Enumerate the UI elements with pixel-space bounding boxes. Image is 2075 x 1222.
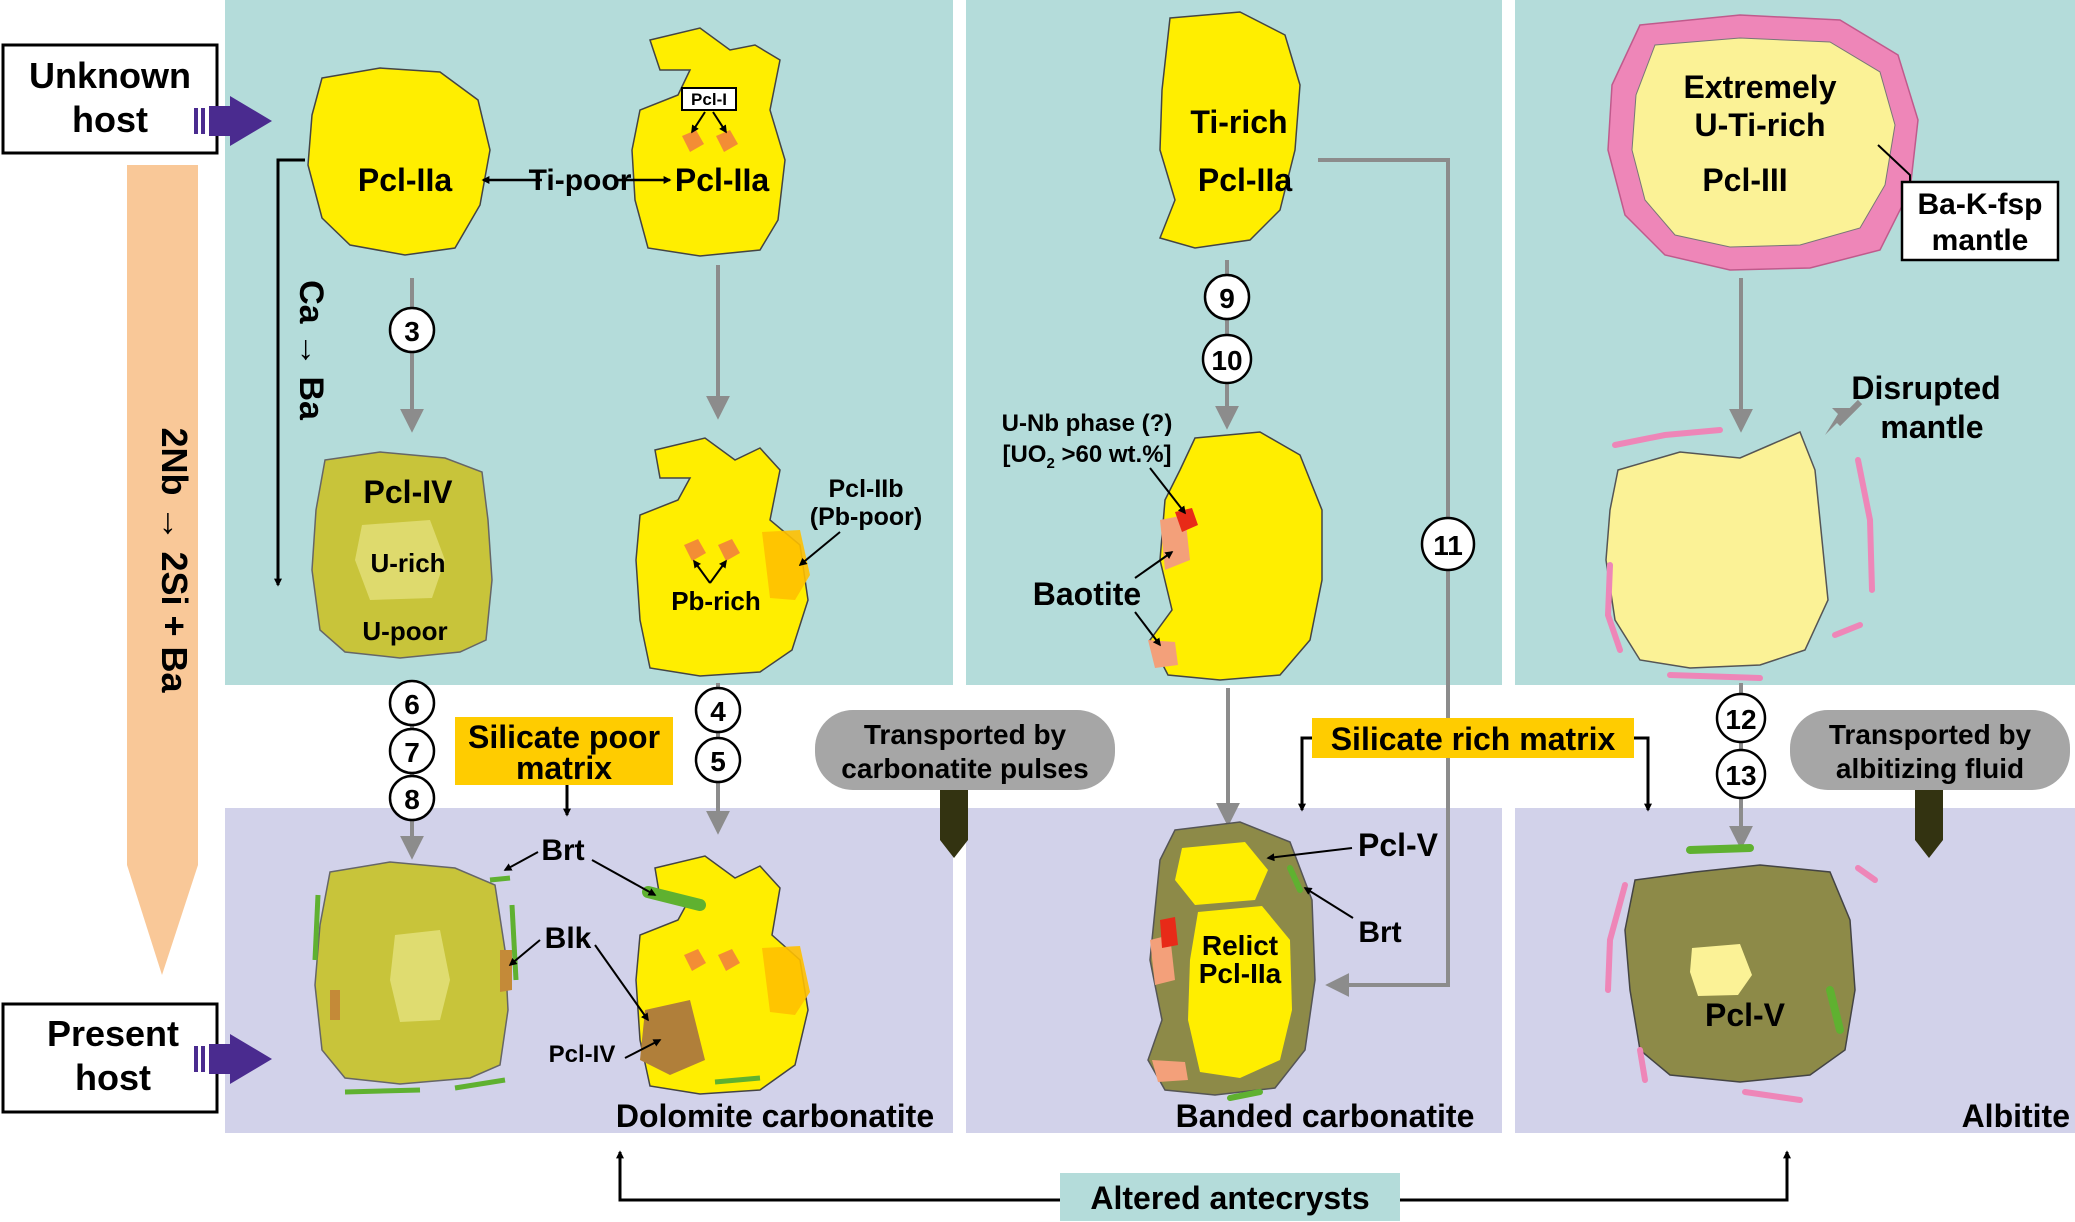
u-poor-label: U-poor	[362, 616, 447, 646]
present-host-label-line2: host	[75, 1057, 151, 1098]
transport-carbonatite-line2: carbonatite pulses	[841, 753, 1088, 784]
transport-carbonatite: Transported by carbonatite pulses	[815, 710, 1115, 858]
u-nb-phase-part1: [UO	[1002, 441, 1046, 468]
blk-label: Blk	[545, 922, 592, 955]
pcl-iv-title-label: Pcl-IV	[364, 474, 454, 510]
transport-albitizing: Transported by albitizing fluid	[1790, 710, 2070, 858]
silicate-rich-matrix: Silicate rich matrix	[1298, 718, 1652, 812]
grain-ti-rich: Ti-rich Pcl-IIa	[1158, 11, 1301, 249]
trend-arrow: 2Nb → 2Si + Ba	[127, 165, 198, 975]
pb-rich-label: Pb-rich	[671, 586, 761, 616]
grain-pb-rich: Pb-rich Pcl-IIb (Pb-poor)	[635, 437, 922, 677]
altered-antecrysts: Altered antecrysts	[616, 1150, 1791, 1221]
pcl-v-mid-label: Pcl-V	[1358, 827, 1439, 863]
grain-pcl-iii: Extremely U-Ti-rich Pcl-III Ba-K-fsp man…	[1607, 14, 2060, 271]
dolomite-annotations: Brt Blk Pcl-IV	[503, 834, 662, 1068]
baotite-label: Baotite	[1033, 576, 1141, 612]
substitution-label: Ca → Ba	[292, 280, 330, 421]
dolomite-carbonatite-label: Dolomite carbonatite	[616, 1098, 934, 1134]
unknown-host-arrow	[194, 96, 272, 146]
present-host-label-line1: Present	[47, 1013, 179, 1054]
step-9: 9	[1219, 283, 1235, 314]
brt-mid-label: Brt	[1358, 916, 1401, 949]
grain-disrupted: Disrupted mantle	[1604, 370, 2001, 681]
step-3: 3	[404, 316, 420, 347]
disrupted-label-line2: mantle	[1880, 409, 1983, 445]
present-host-box: Present host	[1, 1002, 219, 1114]
ti-poor-arrow: Ti-poor	[481, 164, 672, 197]
u-nb-phase-subscript: 2	[1046, 455, 1054, 472]
grain-altered-pb	[635, 855, 810, 1095]
pcl-iia-left-label: Pcl-IIa	[358, 162, 452, 198]
extremely-label-line3: Pcl-III	[1702, 162, 1787, 198]
transport-albitizing-line2: albitizing fluid	[1836, 753, 2024, 784]
step-11: 11	[1433, 530, 1463, 561]
extremely-label-line1: Extremely	[1684, 69, 1837, 105]
ba-k-fsp-label-line1: Ba-K-fsp	[1918, 188, 2043, 221]
pcl-iib-label-line1: Pcl-IIb	[828, 475, 903, 503]
step-12: 12	[1725, 704, 1756, 735]
grain-pcl-iv: Pcl-IV U-rich U-poor	[311, 451, 493, 659]
step-7: 7	[404, 737, 420, 768]
albitite-label: Albitite	[1962, 1098, 2070, 1134]
pcl-iia-right-label: Pcl-IIa	[675, 162, 769, 198]
transport-albitizing-line1: Transported by	[1829, 719, 2032, 750]
pcl-v-right-label: Pcl-V	[1705, 997, 1786, 1033]
u-nb-phase-part2: >60 wt.%]	[1055, 441, 1172, 468]
grain-relict: Relict Pcl-IIa Pcl-V Brt	[1147, 821, 1439, 1101]
ti-rich-label-line2: Pcl-IIa	[1198, 162, 1292, 198]
altered-antecrysts-label: Altered antecrysts	[1090, 1180, 1369, 1216]
step-8: 8	[404, 784, 420, 815]
trend-label: 2Nb → 2Si + Ba	[154, 427, 195, 693]
step-6: 6	[404, 689, 420, 720]
step-10: 10	[1211, 345, 1242, 376]
step-markers: 3 4 5 6 7 8 9 10 11 12 13	[388, 273, 1767, 822]
u-nb-phase-label-line2: [UO2 >60 wt.%]	[1002, 441, 1171, 472]
silicate-poor-label-line1: Silicate poor	[468, 719, 660, 755]
banded-carbonatite-label: Banded carbonatite	[1176, 1098, 1475, 1134]
grain-pcl-iia-left: Pcl-IIa	[307, 67, 491, 256]
disrupted-label-line1: Disrupted	[1851, 370, 2000, 406]
ba-k-fsp-label-line2: mantle	[1932, 224, 2029, 257]
unknown-host-label-line2: host	[72, 99, 148, 140]
transport-carbonatite-line1: Transported by	[864, 719, 1067, 750]
unknown-host-box: Unknown host	[1, 43, 219, 155]
silicate-rich-label: Silicate rich matrix	[1331, 721, 1616, 757]
grain-pcl-iia-right: Pcl-I Pcl-IIa	[631, 27, 786, 257]
pcl-iib-label-line2: (Pb-poor)	[810, 503, 922, 531]
pcl-iv-small-label: Pcl-IV	[549, 1041, 616, 1068]
step-5: 5	[710, 746, 726, 777]
step-4: 4	[710, 696, 726, 727]
unknown-host-label-line1: Unknown	[29, 55, 191, 96]
ti-poor-label: Ti-poor	[529, 164, 632, 197]
relict-label-line1: Relict	[1202, 930, 1278, 961]
grain-albitite: Pcl-V	[1605, 844, 1878, 1103]
u-rich-label: U-rich	[370, 548, 445, 578]
u-nb-phase-label-line1: U-Nb phase (?)	[1002, 410, 1173, 437]
extremely-label-line2: U-Ti-rich	[1695, 107, 1826, 143]
ca-ba-arrow: Ca → Ba	[274, 158, 330, 587]
brt-left-label: Brt	[541, 834, 584, 867]
grain-altered-pcl-iv	[312, 861, 519, 1095]
pcl-i-label: Pcl-I	[691, 90, 727, 109]
relict-label-line2: Pcl-IIa	[1199, 958, 1282, 989]
present-host-arrow	[194, 1034, 272, 1084]
silicate-poor-matrix: Silicate poor matrix	[455, 717, 673, 817]
ti-rich-label-line1: Ti-rich	[1190, 104, 1287, 140]
grain-baotite: U-Nb phase (?) [UO2 >60 wt.%] Baotite	[1002, 410, 1323, 681]
silicate-poor-label-line2: matrix	[516, 750, 612, 786]
step-13: 13	[1725, 760, 1756, 791]
